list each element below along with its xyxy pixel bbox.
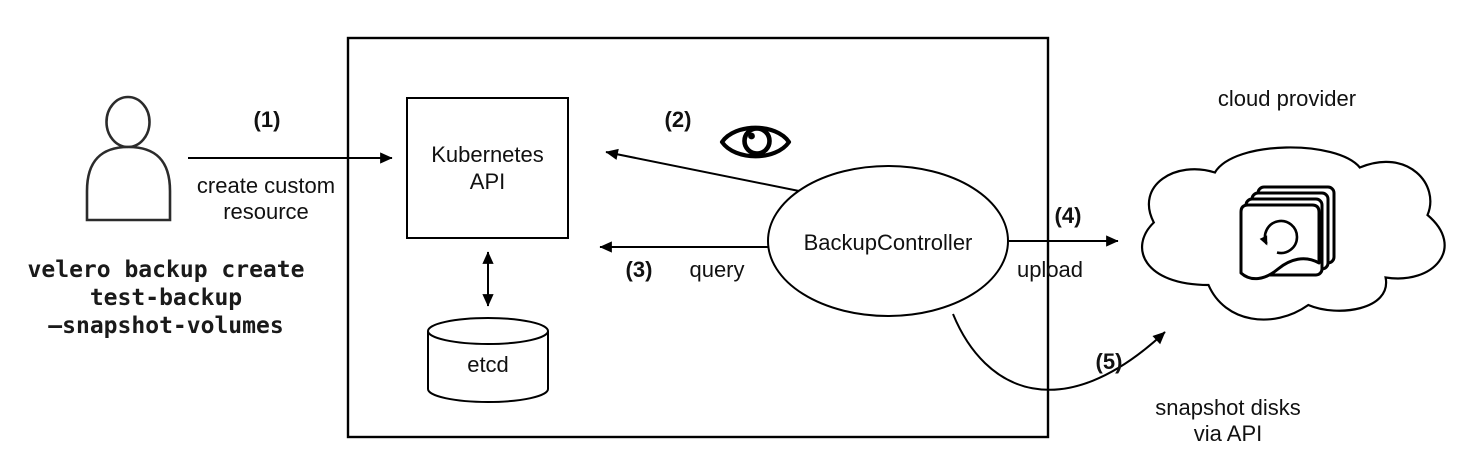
step5-label-line2: via API: [1193, 421, 1263, 446]
step1-label-line2: resource: [223, 199, 309, 224]
step5-arrow: [952, 313, 1166, 391]
kubernetes-api-label: Kubernetes API: [407, 98, 568, 238]
step5-number: (5): [1095, 349, 1123, 374]
cloud-provider-label: cloud provider: [1217, 86, 1357, 111]
kubernetes-api-label-line1: Kubernetes: [431, 142, 544, 167]
step1-label: create custom resource: [197, 173, 335, 225]
velero-command-line3: —snapshot-volumes: [48, 313, 284, 339]
kubernetes-api-label-line2: API: [469, 169, 506, 194]
velero-command-line2: test-backup: [89, 285, 243, 311]
backup-controller-ellipse: [767, 165, 1009, 317]
step3-label: query: [689, 257, 745, 282]
eye-icon: [719, 125, 792, 159]
step3-number: (3): [625, 257, 653, 282]
etcd-label: etcd: [467, 352, 509, 377]
cluster-boundary: [346, 36, 1050, 439]
step2-number: (2): [664, 107, 692, 132]
velero-command: velero backup create test-backup —snapsh…: [28, 256, 305, 340]
step1-number: (1): [253, 107, 281, 132]
step1-label-line1: create custom: [196, 173, 336, 198]
velero-command-line1: velero backup create: [27, 257, 305, 283]
backup-controller-label: BackupController: [803, 230, 973, 255]
kubernetes-api-box: [406, 97, 569, 239]
snapshot-stack-icon: [1239, 185, 1336, 281]
step5-label: snapshot disks via API: [1155, 395, 1301, 447]
etcd-cylinder: [427, 317, 549, 403]
step4-label: upload: [1016, 257, 1084, 282]
person-icon: [85, 95, 172, 222]
step5-label-line1: snapshot disks: [1155, 395, 1301, 420]
step4-number: (4): [1054, 203, 1082, 228]
step2-arrow: [605, 148, 800, 192]
